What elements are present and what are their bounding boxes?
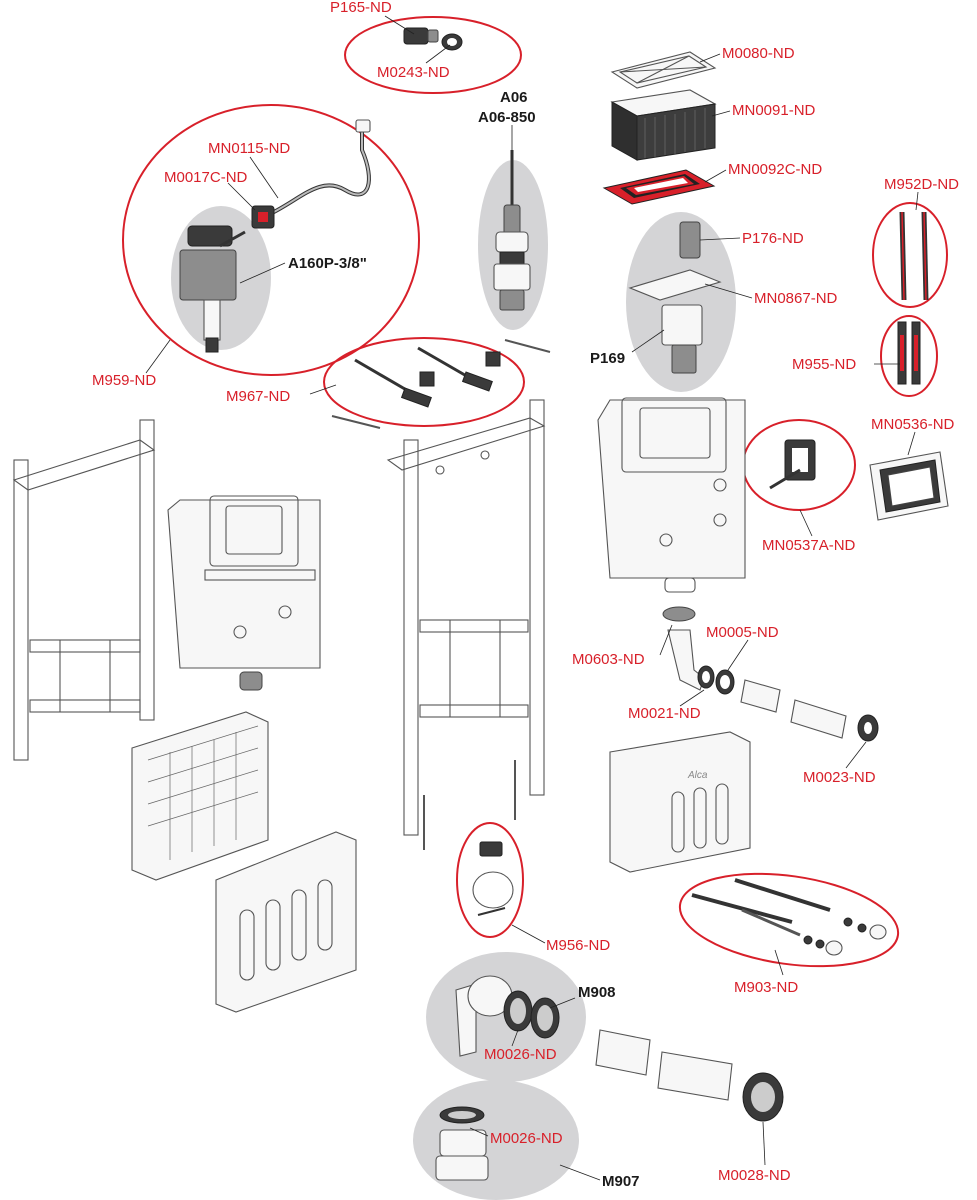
mechanism-p169-part (628, 221, 722, 374)
brackets-m967-part (331, 339, 551, 429)
label-m0023: M0023-ND (803, 769, 876, 786)
label-m0603: M0603-ND (572, 651, 645, 668)
valve-a06-part (493, 150, 531, 311)
label-m955: M955-ND (792, 356, 856, 373)
bracket-m0017c-part (251, 205, 275, 229)
label-m0005: M0005-ND (706, 624, 779, 641)
label-m0243: M0243-ND (377, 64, 450, 81)
center-mounting-frame-part (386, 399, 546, 850)
label-m0021: M0021-ND (628, 705, 701, 722)
bolts-m903-part (691, 878, 887, 956)
label-m0017c: M0017C-ND (164, 169, 248, 186)
left-cistern-part (167, 495, 321, 691)
label-mn0115: MN0115-ND (208, 140, 290, 157)
label-m907: M907 (602, 1173, 640, 1190)
right-cover-panel-part: Alca (609, 731, 751, 873)
label-m0080: M0080-ND (722, 45, 795, 62)
frame-m0080-part (610, 51, 717, 89)
label-m0026-upper: M0026-ND (484, 1046, 557, 1063)
brand-logo-text: Alca (687, 770, 708, 781)
hose-mn0115-part (267, 119, 371, 217)
label-m967: M967-ND (226, 388, 290, 405)
elbow-m908-part (455, 975, 560, 1057)
drain-fittings-part (662, 606, 879, 742)
adapter-m907-part (435, 1106, 489, 1181)
label-m952d: M952D-ND (884, 176, 959, 193)
ring-m903 (678, 872, 900, 968)
label-m956: M956-ND (546, 937, 610, 954)
label-m0026-lower: M0026-ND (490, 1130, 563, 1147)
label-p169: P169 (590, 350, 625, 367)
gasket-mn0092c-part (602, 169, 716, 205)
rods-m952d-part (899, 211, 929, 301)
label-m908: M908 (578, 984, 616, 1001)
holder-mn0537a-part (769, 439, 816, 490)
label-mn0092c: MN0092C-ND (728, 161, 822, 178)
label-a06-850: A06-850 (478, 109, 536, 126)
label-p176: P176-ND (742, 230, 804, 247)
label-m903: M903-ND (734, 979, 798, 996)
clamp-m956-part (472, 841, 514, 916)
ring-p165 (344, 16, 522, 94)
label-mn0536: MN0536-ND (871, 416, 955, 433)
right-cistern-part (597, 397, 746, 593)
part-labels: P165-ND M0243-ND M0080-ND MN0091-ND MN00… (92, 0, 959, 1190)
highlight-rings (122, 16, 948, 968)
ring-m955 (880, 315, 938, 397)
plate-mn0536-part (869, 451, 949, 521)
ring-m967 (323, 337, 525, 427)
rods-m955-part (897, 321, 921, 385)
shade-p169 (626, 212, 736, 392)
leader-lines (145, 15, 919, 1181)
label-mn0867: MN0867-ND (754, 290, 838, 307)
label-a160p: A160P-3/8" (288, 255, 367, 272)
label-m0028: M0028-ND (718, 1167, 791, 1184)
label-a06: A06 (500, 89, 528, 106)
label-mn0091: MN0091-ND (732, 102, 816, 119)
label-mn0537a: MN0537A-ND (762, 537, 856, 554)
label-m959: M959-ND (92, 372, 156, 389)
grid-cover-panel-part (131, 711, 269, 881)
ring-m959 (122, 104, 420, 376)
fill-valve-a160p-part (179, 225, 246, 353)
box-mn0091-part (610, 89, 717, 161)
pipe-m0028-part (595, 1029, 784, 1122)
ring-m952d (872, 202, 948, 308)
valve-p165-part (403, 27, 463, 51)
front-panel-part (215, 831, 357, 1013)
ring-m956 (456, 822, 524, 938)
label-p165: P165-ND (330, 0, 392, 16)
left-mounting-frame-part (12, 419, 156, 761)
